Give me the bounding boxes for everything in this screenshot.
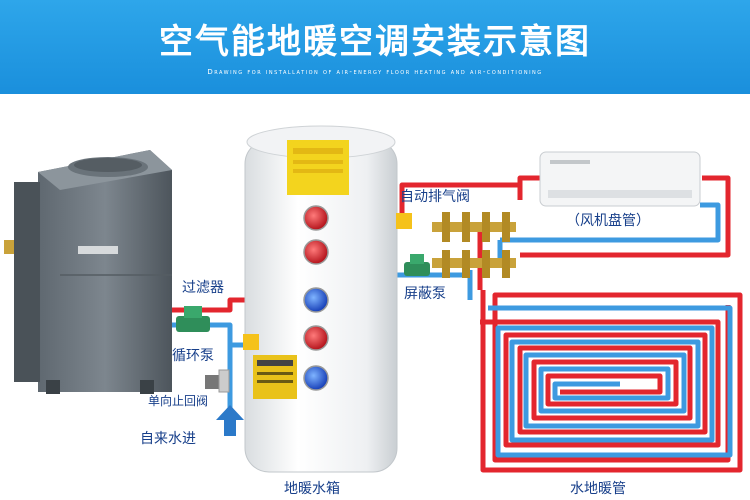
water-tank bbox=[244, 125, 398, 473]
label-auto-vent-valve: 自动排气阀 bbox=[400, 189, 470, 205]
shield-pump bbox=[404, 254, 430, 276]
label-check-valve: 单向止回阀 bbox=[148, 394, 209, 408]
label-filter: 过滤器 bbox=[182, 280, 224, 296]
circulation-pump bbox=[176, 306, 210, 332]
manifold bbox=[432, 212, 516, 278]
filter-fitting bbox=[243, 334, 259, 350]
label-shield-pump: 屏蔽泵 bbox=[404, 286, 446, 302]
label-tap-water-in: 自来水进 bbox=[140, 431, 196, 447]
header-banner: 空气能地暖空调安装示意图 Drawing for installation of… bbox=[0, 0, 750, 94]
inlet-arrow-icon bbox=[216, 405, 244, 420]
label-tank: 地暖水箱 bbox=[284, 481, 340, 497]
auto-vent-valve-fitting bbox=[396, 213, 412, 229]
heat-pump-unit bbox=[4, 150, 172, 394]
label-circulation-pump: 循环泵 bbox=[172, 348, 214, 364]
label-floor-pipes: 水地暖管 bbox=[570, 481, 626, 497]
check-valve bbox=[205, 369, 230, 393]
page-subtitle: Drawing for installation of air-energy f… bbox=[207, 68, 543, 76]
page-title: 空气能地暖空调安装示意图 bbox=[159, 22, 591, 62]
fan-coil-unit bbox=[539, 151, 701, 207]
label-fan-coil: （风机盘管） bbox=[566, 213, 650, 229]
floor-heating-pipes bbox=[480, 290, 743, 473]
inlet-arrow-stem bbox=[224, 418, 236, 436]
